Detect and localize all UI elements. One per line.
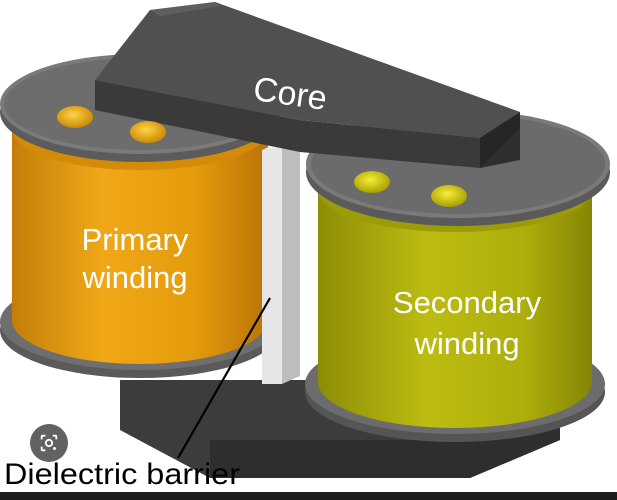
barrier-leader-line: [177, 297, 271, 459]
primary-label-line2: winding: [81, 260, 187, 295]
dielectric-barrier: [262, 138, 300, 384]
primary-terminal-2: [130, 121, 166, 143]
secondary-label-line2: winding: [413, 326, 519, 361]
primary-terminals: [57, 106, 166, 143]
primary-terminal-1: [57, 106, 93, 128]
visual-search-icon: [40, 434, 58, 452]
visual-search-button[interactable]: [30, 424, 68, 462]
secondary-label-line1: Secondary: [393, 285, 542, 320]
core-yoke: [95, 2, 520, 168]
primary-label-line1: Primary: [82, 222, 189, 257]
secondary-terminals: [354, 171, 467, 207]
secondary-terminal-2: [431, 185, 467, 207]
secondary-terminal-1: [354, 171, 390, 193]
barrier-label: Dielectric barrier: [4, 458, 240, 491]
bottom-bar: [0, 492, 617, 500]
